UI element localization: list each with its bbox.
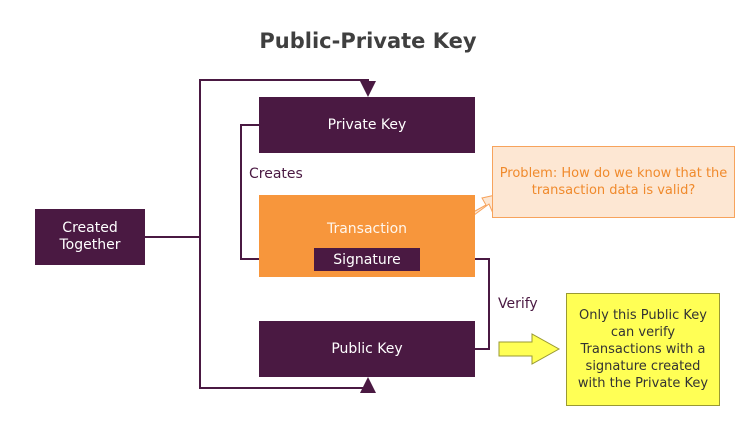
created-together-node: Created Together bbox=[35, 209, 145, 265]
verify-label: Verify bbox=[498, 296, 538, 312]
edge-to-private-key bbox=[199, 79, 376, 237]
signature-node: Signature bbox=[314, 248, 420, 271]
creates-label: Creates bbox=[249, 166, 303, 182]
diagram-title: Public-Private Key bbox=[259, 29, 477, 53]
public-key-node: Public Key bbox=[259, 321, 475, 377]
private-key-node: Private Key bbox=[259, 97, 475, 153]
note-callout: Only this Public Key can verify Transact… bbox=[566, 293, 720, 406]
edge-to-public-key bbox=[199, 237, 376, 393]
note-arrow bbox=[498, 333, 561, 365]
problem-callout: Problem: How do we know that the transac… bbox=[492, 146, 735, 218]
